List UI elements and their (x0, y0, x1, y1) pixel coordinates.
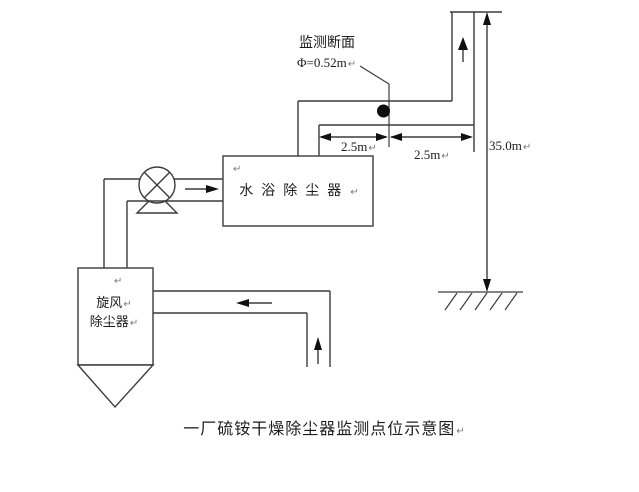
stack-height-label: 35.0m↵ (489, 138, 532, 153)
monitoring-point-dot (377, 104, 390, 118)
flow-arrowhead-into-waterbath (206, 185, 219, 193)
flow-arrow-shafts (185, 48, 464, 364)
stack-duct (450, 11, 502, 125)
return-mark: ↵ (522, 142, 532, 153)
diagram-caption: 一厂硫铵干燥除尘器监测点位示意图↵ (183, 421, 465, 438)
return-mark: ↵ (350, 187, 359, 198)
flow-arrowhead-up-inlet (314, 337, 322, 350)
monitoring-point-marker (359, 65, 390, 147)
flow-arrowhead-into-cyclone (236, 299, 249, 307)
return-mark: ↵ (233, 164, 242, 175)
dimension-label-left: 2.5m↵ (341, 139, 377, 154)
return-mark: ↵ (456, 426, 465, 437)
flow-arrowhead-up-stack (458, 37, 468, 50)
return-mark: ↵ (347, 59, 357, 70)
return-mark: ↵ (441, 151, 450, 162)
return-mark: ↵ (114, 276, 123, 287)
cyclone-dust-collector-box (76, 267, 155, 409)
cyclone-inlet-duct (153, 290, 331, 367)
horizontal-duct (297, 100, 474, 156)
cyclone-unit-label-line1: 旋风↵ (96, 295, 132, 310)
water-bath-dust-collector-box (222, 155, 374, 227)
monitor-diameter-label: Φ=0.52m↵ (297, 55, 357, 70)
ground-icon (438, 291, 523, 311)
duct-dimension-arrowheads (319, 133, 473, 141)
return-mark: ↵ (129, 318, 139, 329)
return-mark: ↵ (368, 143, 377, 154)
fan-icon (135, 166, 179, 214)
water-bath-unit-label: 水浴除尘器↵ (239, 184, 359, 199)
dimension-label-right: 2.5m↵ (414, 147, 450, 162)
stack-height-dimension-arrowheads (483, 12, 491, 292)
cyclone-unit-label-line2: 除尘器↵ (89, 314, 139, 329)
return-mark: ↵ (123, 299, 132, 310)
monitor-section-label: 监测断面 (299, 36, 355, 51)
